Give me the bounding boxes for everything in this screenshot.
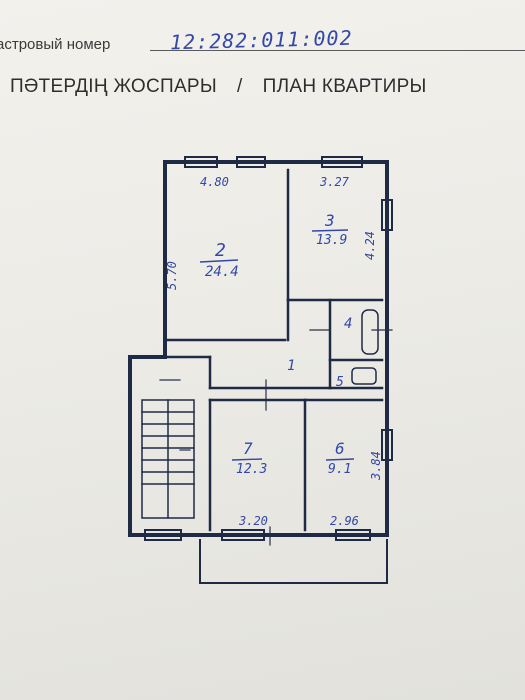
cadastral-label: астровый номер (0, 36, 111, 53)
room-4-number: 4 (344, 316, 352, 332)
room-3-number: 3 (324, 211, 335, 230)
room-2-length: 5.70 (165, 261, 179, 290)
bath-fixtures (351, 309, 379, 385)
room-6-length: 3.84 (369, 451, 383, 481)
cadastral-number: 12:282:011:002 (169, 25, 353, 55)
page-title: ПӘТЕРДІҢ ЖОСПАРЫ / ПЛАН КВАРТИРЫ (10, 76, 427, 98)
room-6-number: 6 (335, 439, 345, 458)
title-russian: ПЛАН КВАРТИРЫ (262, 76, 427, 97)
room-6-area: 9.1 (328, 462, 351, 477)
title-kazakh: ПӘТЕРДІҢ ЖОСПАРЫ (10, 76, 218, 97)
cadastral-number-row: астровый номер 12:282:011:002 (0, 25, 525, 58)
room-7-number: 7 (243, 439, 253, 458)
windows-right (381, 199, 393, 461)
room-3-area: 13.9 (316, 233, 347, 248)
dimension-ticks (159, 329, 393, 546)
room-3-length: 4.24 (363, 231, 377, 260)
fraction-bars (199, 229, 355, 461)
balcony (199, 539, 388, 584)
windows-bottom (144, 529, 371, 541)
room-7-area: 12.3 (236, 462, 267, 477)
room-5-number: 5 (336, 375, 344, 390)
room-2-number: 2 (215, 240, 226, 261)
floor-plan: 4.80 3.27 5.70 4.24 2 24.4 3 13.9 4 5 1 … (128, 156, 393, 584)
room-2-area: 24.4 (205, 264, 239, 280)
cadastral-underline (150, 50, 525, 51)
room-1-number: 1 (287, 358, 295, 374)
room-3-width: 3.27 (319, 175, 350, 189)
title-separator: / (237, 76, 243, 97)
room-2-width: 4.80 (200, 175, 229, 189)
room-6-width: 2.96 (330, 514, 359, 528)
interior-walls (163, 168, 384, 532)
staircase (141, 399, 195, 519)
windows-top (184, 156, 363, 168)
room-7-width: 3.20 (238, 514, 268, 528)
